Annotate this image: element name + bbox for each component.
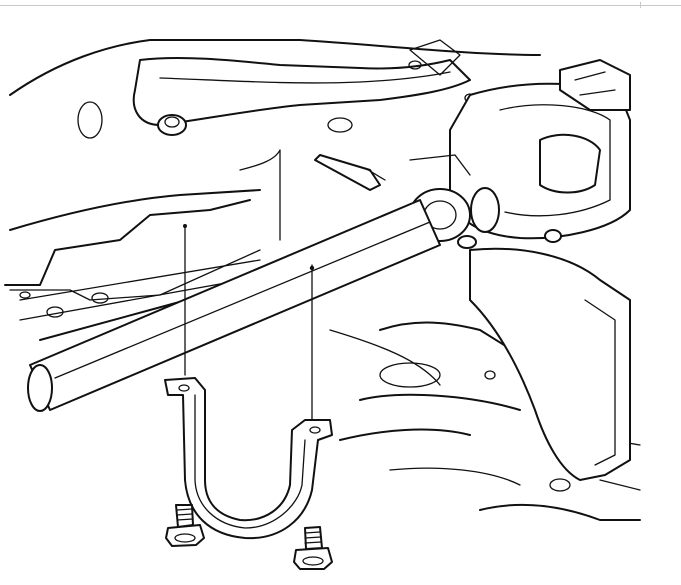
bolt-left xyxy=(165,504,205,547)
alignment-point-icon xyxy=(309,265,315,271)
corner-tick xyxy=(640,2,641,8)
top-rule xyxy=(0,5,681,6)
exhaust-pipe xyxy=(27,199,441,412)
rear-frame-bracket xyxy=(469,247,631,481)
frame-crossmember xyxy=(132,39,476,136)
u-clamp xyxy=(164,377,333,540)
alignment-point-icon xyxy=(183,224,187,228)
bolt-right xyxy=(293,526,333,570)
frame-rail-structure xyxy=(4,39,641,521)
